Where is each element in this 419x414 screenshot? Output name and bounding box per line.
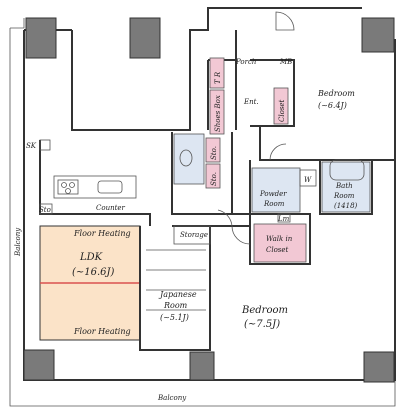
bath-size-label: (1418)	[334, 202, 358, 210]
powder-label-1: Powder	[259, 190, 287, 198]
entrance-closet	[273, 87, 289, 125]
japanese-room-label-2: Room	[163, 301, 188, 310]
washer-label: W	[304, 176, 312, 184]
pillar	[129, 17, 161, 59]
storage-label: Storage	[180, 231, 208, 239]
sto-label-2: Sto.	[210, 172, 218, 186]
sto-closet-2	[205, 163, 221, 189]
door-swing	[269, 143, 287, 161]
pillar	[189, 351, 215, 381]
shoes-box-label: Shoes Box	[214, 95, 222, 132]
door-swing	[275, 11, 295, 31]
pillar	[25, 17, 57, 59]
burner-icon	[69, 182, 75, 188]
ldk-label: LDK	[79, 252, 103, 263]
floor-heating-bottom-label: Floor Heating	[73, 327, 131, 336]
pillar	[363, 351, 395, 383]
sk-label: SK	[26, 142, 37, 150]
kitchen-counter	[53, 175, 137, 199]
balcony-outline	[9, 18, 396, 407]
stove	[57, 179, 79, 195]
bedroom-upper-label: Bedroom	[317, 89, 355, 98]
japanese-room-size: (~5.1J)	[160, 313, 189, 322]
toilet-icon	[179, 149, 193, 167]
tr-closet	[209, 57, 225, 89]
powder-label-2: Room	[263, 200, 285, 208]
door-swing	[217, 209, 233, 227]
lm-box	[277, 213, 291, 223]
porch-label: Porch	[235, 58, 256, 66]
storage-room	[173, 225, 211, 245]
toilet-room	[173, 133, 205, 185]
bath-label-2: Room	[333, 192, 355, 200]
closet-label: Closet	[278, 99, 286, 122]
mb-label: MB	[279, 58, 292, 66]
burner-icon	[65, 188, 71, 194]
sto-label-1: Sto.	[210, 146, 218, 160]
balcony-left-label: Balcony	[14, 227, 22, 257]
door-swing	[231, 225, 251, 245]
floor-heating-top-label: Floor Heating	[73, 229, 131, 238]
bedroom-upper-size: (~6.4J)	[318, 101, 347, 110]
walk-in-closet	[253, 223, 307, 263]
sto-small-label: Sto	[39, 206, 51, 214]
walk-in-label-2: Closet	[266, 246, 289, 254]
ldk-size-label: (~16.6J)	[72, 267, 115, 278]
entrance-label: Ent.	[243, 98, 259, 106]
powder-room	[251, 167, 301, 213]
washer-box	[299, 169, 317, 187]
lm-label: Lm	[277, 215, 290, 223]
sto-shaft	[39, 203, 53, 215]
japanese-room-label-1: Japanese	[158, 290, 197, 299]
bedroom-main-size: (~7.5J)	[244, 319, 280, 330]
balcony-bottom-label: Balcony	[157, 394, 187, 402]
sink-icon	[97, 180, 123, 194]
sto-closet-1	[205, 137, 221, 163]
bedroom-main-label: Bedroom	[241, 305, 288, 316]
walk-in-label-1: Walk in	[266, 235, 293, 243]
bathtub-icon	[329, 159, 365, 181]
shoes-box	[209, 89, 225, 135]
pillar	[23, 349, 55, 381]
sk-shaft	[39, 139, 51, 151]
burner-icon	[61, 182, 67, 188]
tr-label: T R	[214, 71, 222, 84]
pillar	[361, 17, 395, 53]
tatami-lines	[146, 249, 206, 311]
bath-label-1: Bath	[335, 182, 353, 190]
counter-label: Counter	[96, 204, 126, 212]
